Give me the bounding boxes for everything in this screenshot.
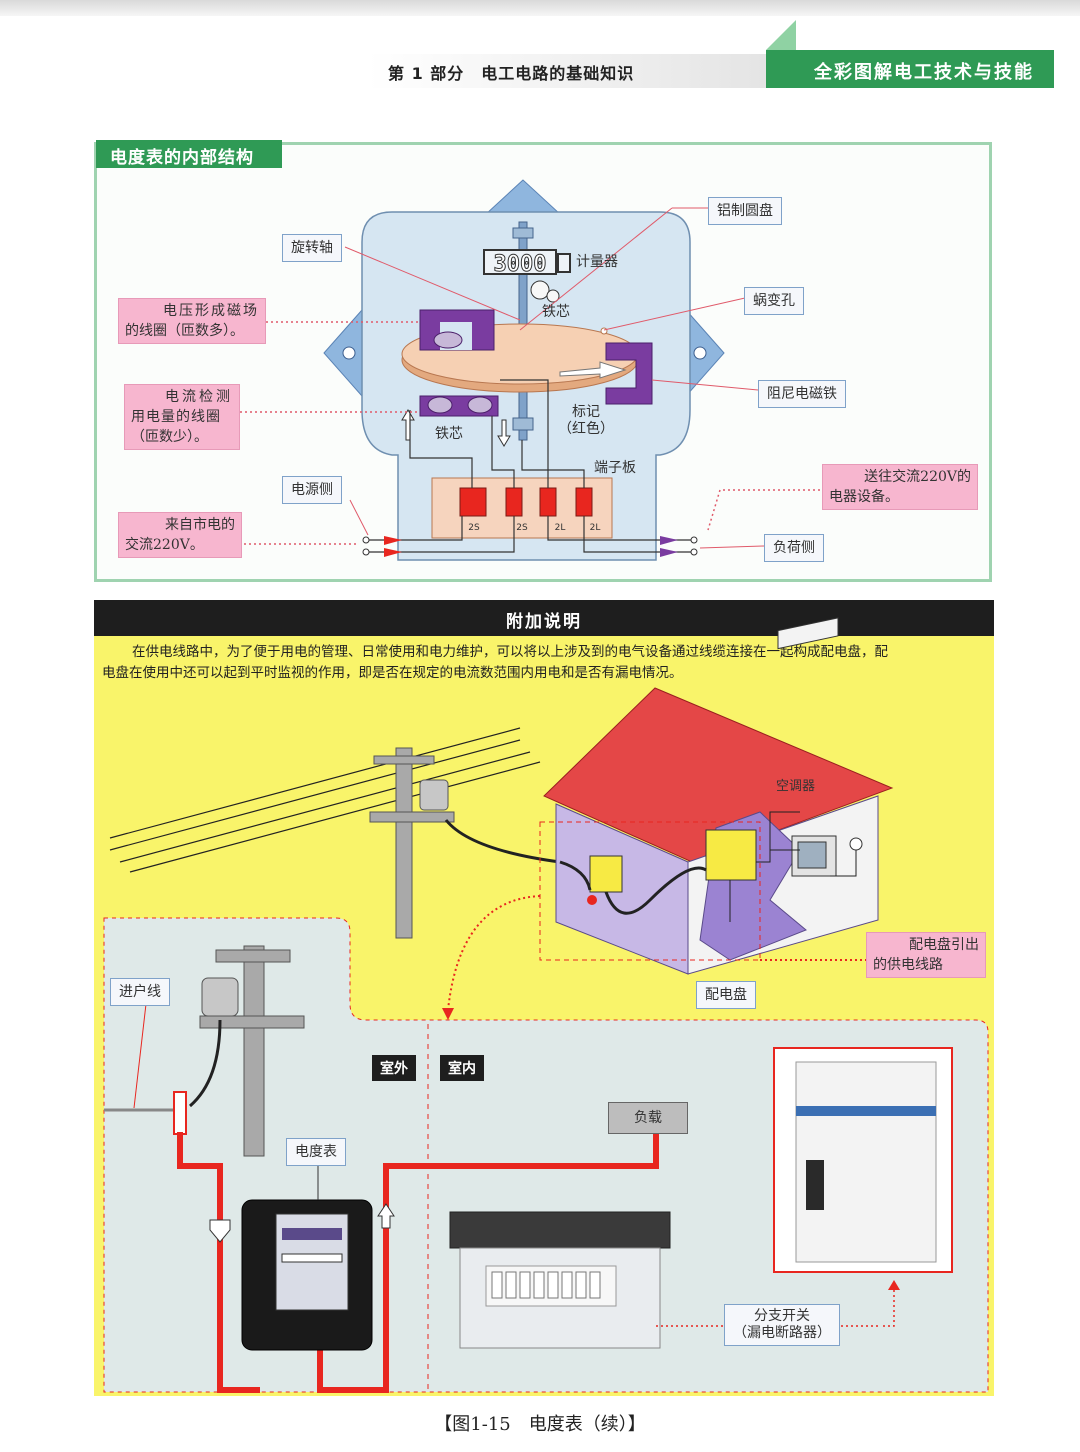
flux-arrow-down (497, 419, 511, 447)
label-load: 负载 (608, 1102, 688, 1134)
output-arrow-2 (660, 548, 678, 557)
label-source-side: 电源侧 (282, 476, 342, 504)
register-counter (483, 249, 557, 275)
label-meter: 电度表 (286, 1138, 346, 1166)
tag-outdoor: 室外 (372, 1055, 416, 1081)
additional-note-title: 附加说明 (506, 612, 582, 632)
terminal-label-2: 2S (516, 523, 528, 533)
service-line-leader (133, 1003, 147, 1109)
page-top-edge (0, 0, 1080, 16)
label-mark: 标记 （红色） (558, 404, 614, 437)
terminal-label-1: 2S (468, 523, 480, 533)
lower-service-drop (189, 1019, 222, 1108)
label-air-conditioner: 空调器 (776, 779, 816, 794)
overhead-power-lines (109, 727, 541, 873)
distribution-area-outline (539, 821, 761, 961)
tag-indoor: 室内 (440, 1055, 484, 1081)
transformer-bottom (201, 977, 239, 1017)
terminal-2s-a (459, 487, 487, 517)
disc-worm-hole (600, 327, 608, 335)
label-core-lower: 铁芯 (435, 426, 463, 442)
terminal-label-3: 2L (555, 523, 566, 533)
terminal-2l-b (575, 487, 593, 517)
counter-gear-1 (530, 280, 550, 300)
house-feed-cable (559, 860, 707, 915)
label-brake-magnet: 阻尼电磁铁 (758, 380, 846, 408)
additional-note-title-bar: 附加说明 (94, 600, 994, 636)
service-drop-cable (444, 819, 561, 864)
input-arrow-2 (384, 548, 402, 557)
label-from-mains: 来自市电的 交流220V。 (118, 512, 242, 558)
section-title: 第 1 部分 电工电路的基础知识 (388, 64, 635, 83)
label-core-upper: 铁芯 (542, 304, 570, 320)
section-header: 第 1 部分 电工电路的基础知识 (368, 54, 770, 88)
figure-caption: 【图1-15 电度表（续）】 (434, 1414, 646, 1435)
ceiling-lamp (849, 837, 863, 851)
label-service-line: 进户线 (110, 978, 170, 1006)
terminal-label-4: 2L (590, 523, 601, 533)
entry-point (587, 895, 597, 905)
label-rotating-shaft: 旋转轴 (282, 234, 342, 262)
brake-magnet (605, 342, 653, 405)
output-arrow-1 (660, 536, 678, 545)
counter-digits: 3000 (494, 252, 547, 277)
flux-arrow-up (401, 409, 415, 441)
distribution-board (705, 829, 757, 881)
dotted-pointers (240, 321, 820, 545)
meter-structure-diagram: 3000 2S 2S 2L 2L (240, 179, 820, 561)
dotted-pointer-to-panel (447, 895, 541, 1011)
label-distribution-lines: 配电盘引出 的供电线路 (866, 932, 986, 978)
terminal-2l-a (539, 487, 557, 517)
mounting-hole-left (342, 346, 356, 360)
label-to-load: 送往交流220V的 电器设备。 (822, 464, 978, 510)
current-coil-winding-1 (427, 396, 453, 414)
shaft-gear-bottom (512, 417, 534, 431)
panel-breakers (491, 1271, 601, 1299)
book-title-banner: 全彩图解电工技术与技能 (766, 50, 1054, 88)
counter-gear-2 (546, 289, 560, 303)
label-register: 计量器 (576, 254, 618, 270)
arrow-out-of-meter (377, 1203, 395, 1229)
label-terminal-block: 端子板 (594, 460, 636, 476)
outdoor-meter-box (589, 855, 623, 893)
label-current-coil: 电流检测 用电量的线圈 （匝数少）。 (124, 384, 240, 450)
label-branch-switch: 分支开关 （漏电断路器） (724, 1304, 840, 1346)
mounting-hole-right (693, 346, 707, 360)
service-entry-insulator (173, 1091, 187, 1135)
label-load-side: 负荷侧 (764, 534, 824, 562)
input-arrow-1 (384, 536, 402, 545)
rotation-arrow (559, 361, 627, 379)
terminal-screws (459, 487, 593, 517)
transformer-top (419, 779, 449, 811)
leader-lines (344, 207, 765, 549)
header-fold-decoration (766, 20, 796, 50)
current-coil-winding-2 (467, 396, 493, 414)
arrow-into-meter (209, 1219, 231, 1243)
label-voltage-coil: 电压形成磁场 的线圈（匝数多）。 (118, 298, 266, 344)
meter-structure-title-bar: 电度表的内部结构 (96, 140, 282, 168)
air-conditioner-unit (777, 617, 839, 650)
terminal-2s-b (505, 487, 523, 517)
internal-wiring (398, 379, 656, 553)
voltage-coil-winding (433, 331, 463, 349)
label-worm-hole: 蜗变孔 (744, 287, 804, 315)
book-title: 全彩图解电工技术与技能 (814, 62, 1034, 83)
label-aluminum-disc: 铝制圆盘 (708, 197, 782, 225)
distribution-diagram (103, 617, 989, 1393)
shaft-gear-top (512, 227, 534, 239)
utility-pole-bottom (243, 945, 265, 1157)
meter-structure-title: 电度表的内部结构 (110, 148, 254, 168)
label-distribution-board: 配电盘 (696, 981, 756, 1009)
house-circuit-lines (729, 811, 857, 922)
distribution-panel-cover (449, 1211, 671, 1249)
additional-note-paragraph: 在供电线路中，为了便于用电的管理、日常使用和电力维护，可以将以上涉及到的电气设备… (102, 644, 888, 681)
mounting-ear-top (483, 179, 563, 216)
utility-pole-top (395, 747, 413, 939)
